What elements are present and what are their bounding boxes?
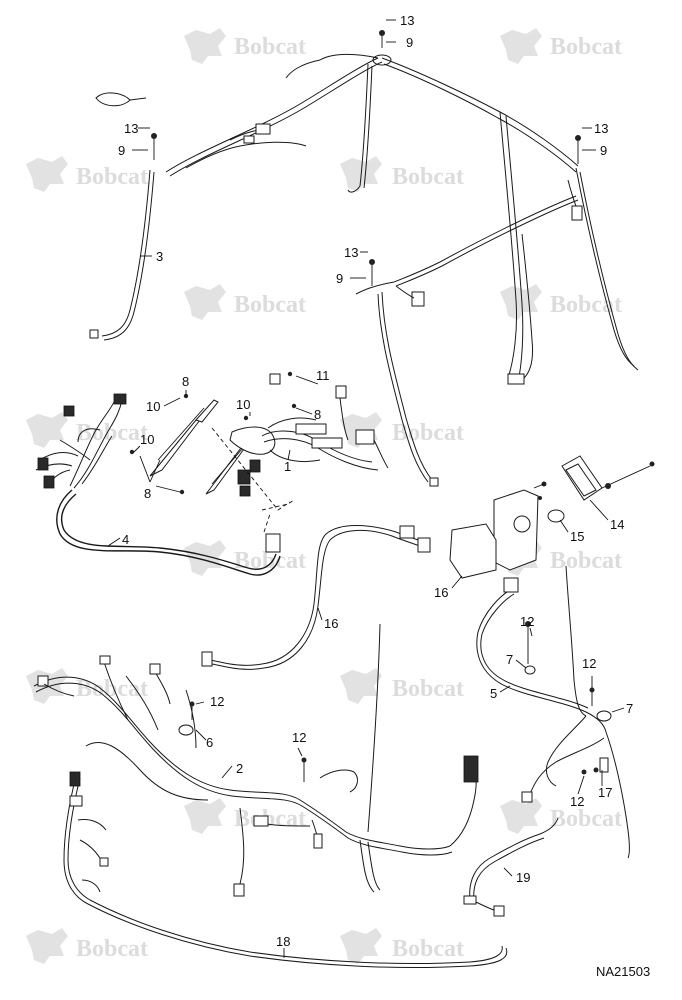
watermark-text: Bobcat xyxy=(392,164,464,190)
callout-4: 4 xyxy=(122,532,129,547)
bobcat-logo-icon xyxy=(340,668,382,704)
callout-12: 12 xyxy=(570,794,584,809)
harness-2 xyxy=(33,623,479,897)
callout-13: 13 xyxy=(400,13,414,28)
switch-panel-group xyxy=(129,371,389,533)
callout-9: 9 xyxy=(406,35,413,50)
document-id: NA21503 xyxy=(596,964,650,979)
callout-13: 13 xyxy=(594,121,608,136)
bobcat-logo-icon xyxy=(26,412,68,448)
watermark-text: Bobcat xyxy=(392,420,464,446)
callout-9: 9 xyxy=(600,143,607,158)
watermark-text: Bobcat xyxy=(392,936,464,962)
callout-labels: 13 9 13 9 13 9 3 13 9 8 10 11 10 8 10 1 … xyxy=(118,13,633,949)
bobcat-logo-icon xyxy=(184,540,226,576)
callout-19: 19 xyxy=(516,870,530,885)
roof-harness xyxy=(89,30,639,487)
callout-13: 13 xyxy=(124,121,138,136)
callout-9: 9 xyxy=(336,271,343,286)
bobcat-logo-icon xyxy=(184,798,226,834)
callout-9: 9 xyxy=(118,143,125,158)
bobcat-logo-icon xyxy=(26,928,68,964)
callout-14: 14 xyxy=(610,517,624,532)
callout-12: 12 xyxy=(520,614,534,629)
callout-10: 10 xyxy=(146,399,160,414)
callout-12: 12 xyxy=(582,656,596,671)
watermark: Bobcat xyxy=(184,798,306,834)
callout-2: 2 xyxy=(236,761,243,776)
watermark-text: Bobcat xyxy=(550,34,622,60)
callout-17: 17 xyxy=(598,785,612,800)
callout-8: 8 xyxy=(314,407,321,422)
callout-10: 10 xyxy=(236,397,250,412)
watermark: Bobcat xyxy=(500,28,622,64)
watermark: Bobcat xyxy=(184,284,306,320)
watermark: Bobcat xyxy=(184,28,306,64)
callout-8: 8 xyxy=(144,486,151,501)
callout-6: 6 xyxy=(206,735,213,750)
callout-15: 15 xyxy=(570,529,584,544)
bobcat-logo-icon xyxy=(500,798,542,834)
watermark-text: Bobcat xyxy=(76,936,148,962)
callout-7: 7 xyxy=(506,652,513,667)
callout-7: 7 xyxy=(626,701,633,716)
watermark-text: Bobcat xyxy=(550,548,622,574)
callout-3: 3 xyxy=(156,249,163,264)
watermark-text: Bobcat xyxy=(234,292,306,318)
watermark-text: Bobcat xyxy=(550,292,622,318)
watermark-text: Bobcat xyxy=(392,676,464,702)
watermark: Bobcat xyxy=(500,798,622,834)
watermark-text: Bobcat xyxy=(234,806,306,832)
watermark-text: Bobcat xyxy=(550,806,622,832)
watermark: Bobcat xyxy=(26,412,148,448)
bobcat-logo-icon xyxy=(184,28,226,64)
bobcat-logo-icon xyxy=(184,284,226,320)
watermark-text: Bobcat xyxy=(234,34,306,60)
bobcat-logo-icon xyxy=(26,156,68,192)
watermark: Bobcat xyxy=(184,540,306,576)
callout-12: 12 xyxy=(210,694,224,709)
callout-11: 11 xyxy=(316,368,330,383)
watermark: Bobcat xyxy=(340,928,464,964)
bobcat-logo-icon xyxy=(340,928,382,964)
callout-12: 12 xyxy=(292,730,306,745)
watermark: Bobcat xyxy=(500,284,622,320)
callout-13: 13 xyxy=(344,245,358,260)
callout-18: 18 xyxy=(276,934,290,949)
harness-4 xyxy=(35,393,281,576)
watermark: Bobcat xyxy=(340,668,464,704)
leader-lines xyxy=(107,19,625,958)
bobcat-logo-icon xyxy=(500,284,542,320)
watermark: Bobcat xyxy=(340,156,464,192)
watermark-text: Bobcat xyxy=(76,676,148,702)
watermark-text: Bobcat xyxy=(76,164,148,190)
controller-group xyxy=(201,455,655,859)
callout-10: 10 xyxy=(140,432,154,447)
callout-5: 5 xyxy=(490,686,497,701)
callout-16: 16 xyxy=(324,616,338,631)
bobcat-logo-icon xyxy=(500,28,542,64)
watermark: Bobcat xyxy=(26,928,148,964)
watermark: Bobcat xyxy=(26,156,148,192)
callout-8: 8 xyxy=(182,374,189,389)
callout-1: 1 xyxy=(284,459,291,474)
callout-16: 16 xyxy=(434,585,448,600)
harness-18-19 xyxy=(63,771,559,969)
